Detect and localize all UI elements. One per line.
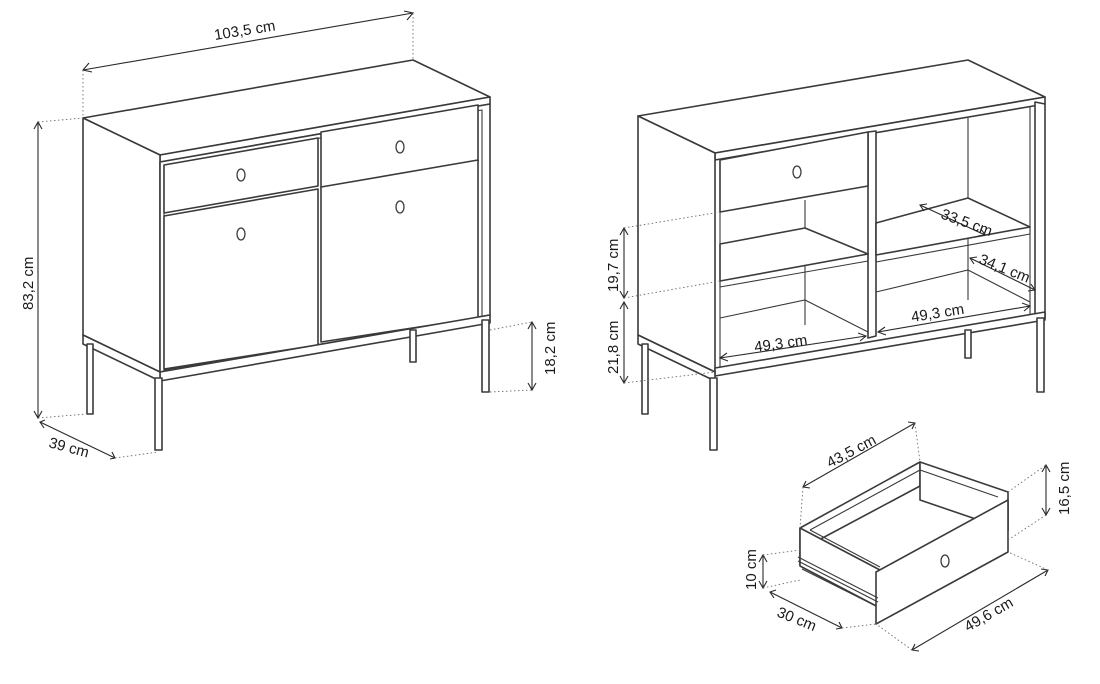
leg-front-right bbox=[1036, 317, 1045, 393]
closed-sideboard-view: 103,5 cm 83,2 cm 39 cm 18,2 cm bbox=[20, 10, 559, 461]
bottom-panel-left bbox=[719, 299, 869, 333]
leg-back-left bbox=[86, 343, 94, 415]
leg-front-right bbox=[481, 319, 490, 393]
right-side-panel bbox=[1034, 101, 1046, 321]
drawer-front-knob-icon bbox=[940, 554, 950, 568]
interior-drawer-knob-icon bbox=[792, 165, 802, 179]
drawer-front-height-label: 16,5 cm bbox=[1056, 462, 1073, 515]
drawer-right-knob-icon bbox=[395, 140, 405, 154]
door-left bbox=[163, 188, 319, 370]
bottom-panel-right bbox=[875, 269, 1031, 303]
shelf-gap-upper-label: 19,7 cm bbox=[605, 239, 622, 292]
depth-label: 39 cm bbox=[47, 434, 91, 461]
door-right-knob-icon bbox=[395, 200, 405, 214]
drawer-detail-view: 43,5 cm 16,5 cm 10 cm 30 cm 49,6 cm bbox=[743, 421, 1073, 652]
shelf-depth-lower-line bbox=[969, 257, 1036, 291]
height-label: 83,2 cm bbox=[20, 257, 37, 310]
width-dimension-line bbox=[82, 12, 414, 71]
leg-back-left bbox=[641, 343, 649, 415]
drawer-left-knob-icon bbox=[236, 168, 246, 182]
inner-width-right-line bbox=[877, 305, 1031, 333]
shelf-depth-lower-label: 34,1 cm bbox=[977, 251, 1033, 287]
width-label: 103,5 cm bbox=[213, 18, 277, 44]
shelf-left bbox=[719, 227, 869, 282]
drawer-width-line bbox=[802, 422, 916, 488]
door-left-knob-icon bbox=[236, 227, 246, 241]
leg-back-right bbox=[964, 329, 972, 359]
shelf-gap-lower-label: 21,8 cm bbox=[605, 321, 622, 374]
drawer-inner-height-label: 10 cm bbox=[743, 549, 760, 590]
center-divider bbox=[867, 130, 877, 339]
door-right bbox=[320, 159, 479, 343]
drawer-front-width-line bbox=[911, 569, 1049, 651]
drawer-front-width-label: 49,6 cm bbox=[962, 594, 1017, 635]
depth-dimension-line bbox=[39, 421, 116, 459]
drawer-depth-label: 30 cm bbox=[775, 604, 819, 635]
drawer-depth-line bbox=[769, 591, 843, 629]
left-side-panel bbox=[637, 115, 716, 373]
inner-width-left-label: 49,3 cm bbox=[753, 332, 808, 356]
inner-width-left-line bbox=[719, 335, 867, 359]
drawer-width-label: 43,5 cm bbox=[824, 431, 879, 471]
leg-back-right bbox=[409, 329, 417, 363]
open-sideboard-view: 19,7 cm 21,8 cm 33,5 cm 34,1 cm 49,3 cm … bbox=[605, 59, 1046, 451]
leg-front-left bbox=[154, 377, 163, 451]
leg-height-label: 18,2 cm bbox=[542, 322, 559, 375]
shelf-depth-upper-line bbox=[919, 204, 986, 236]
leg-front-left bbox=[709, 377, 718, 451]
left-side-panel bbox=[82, 117, 161, 373]
